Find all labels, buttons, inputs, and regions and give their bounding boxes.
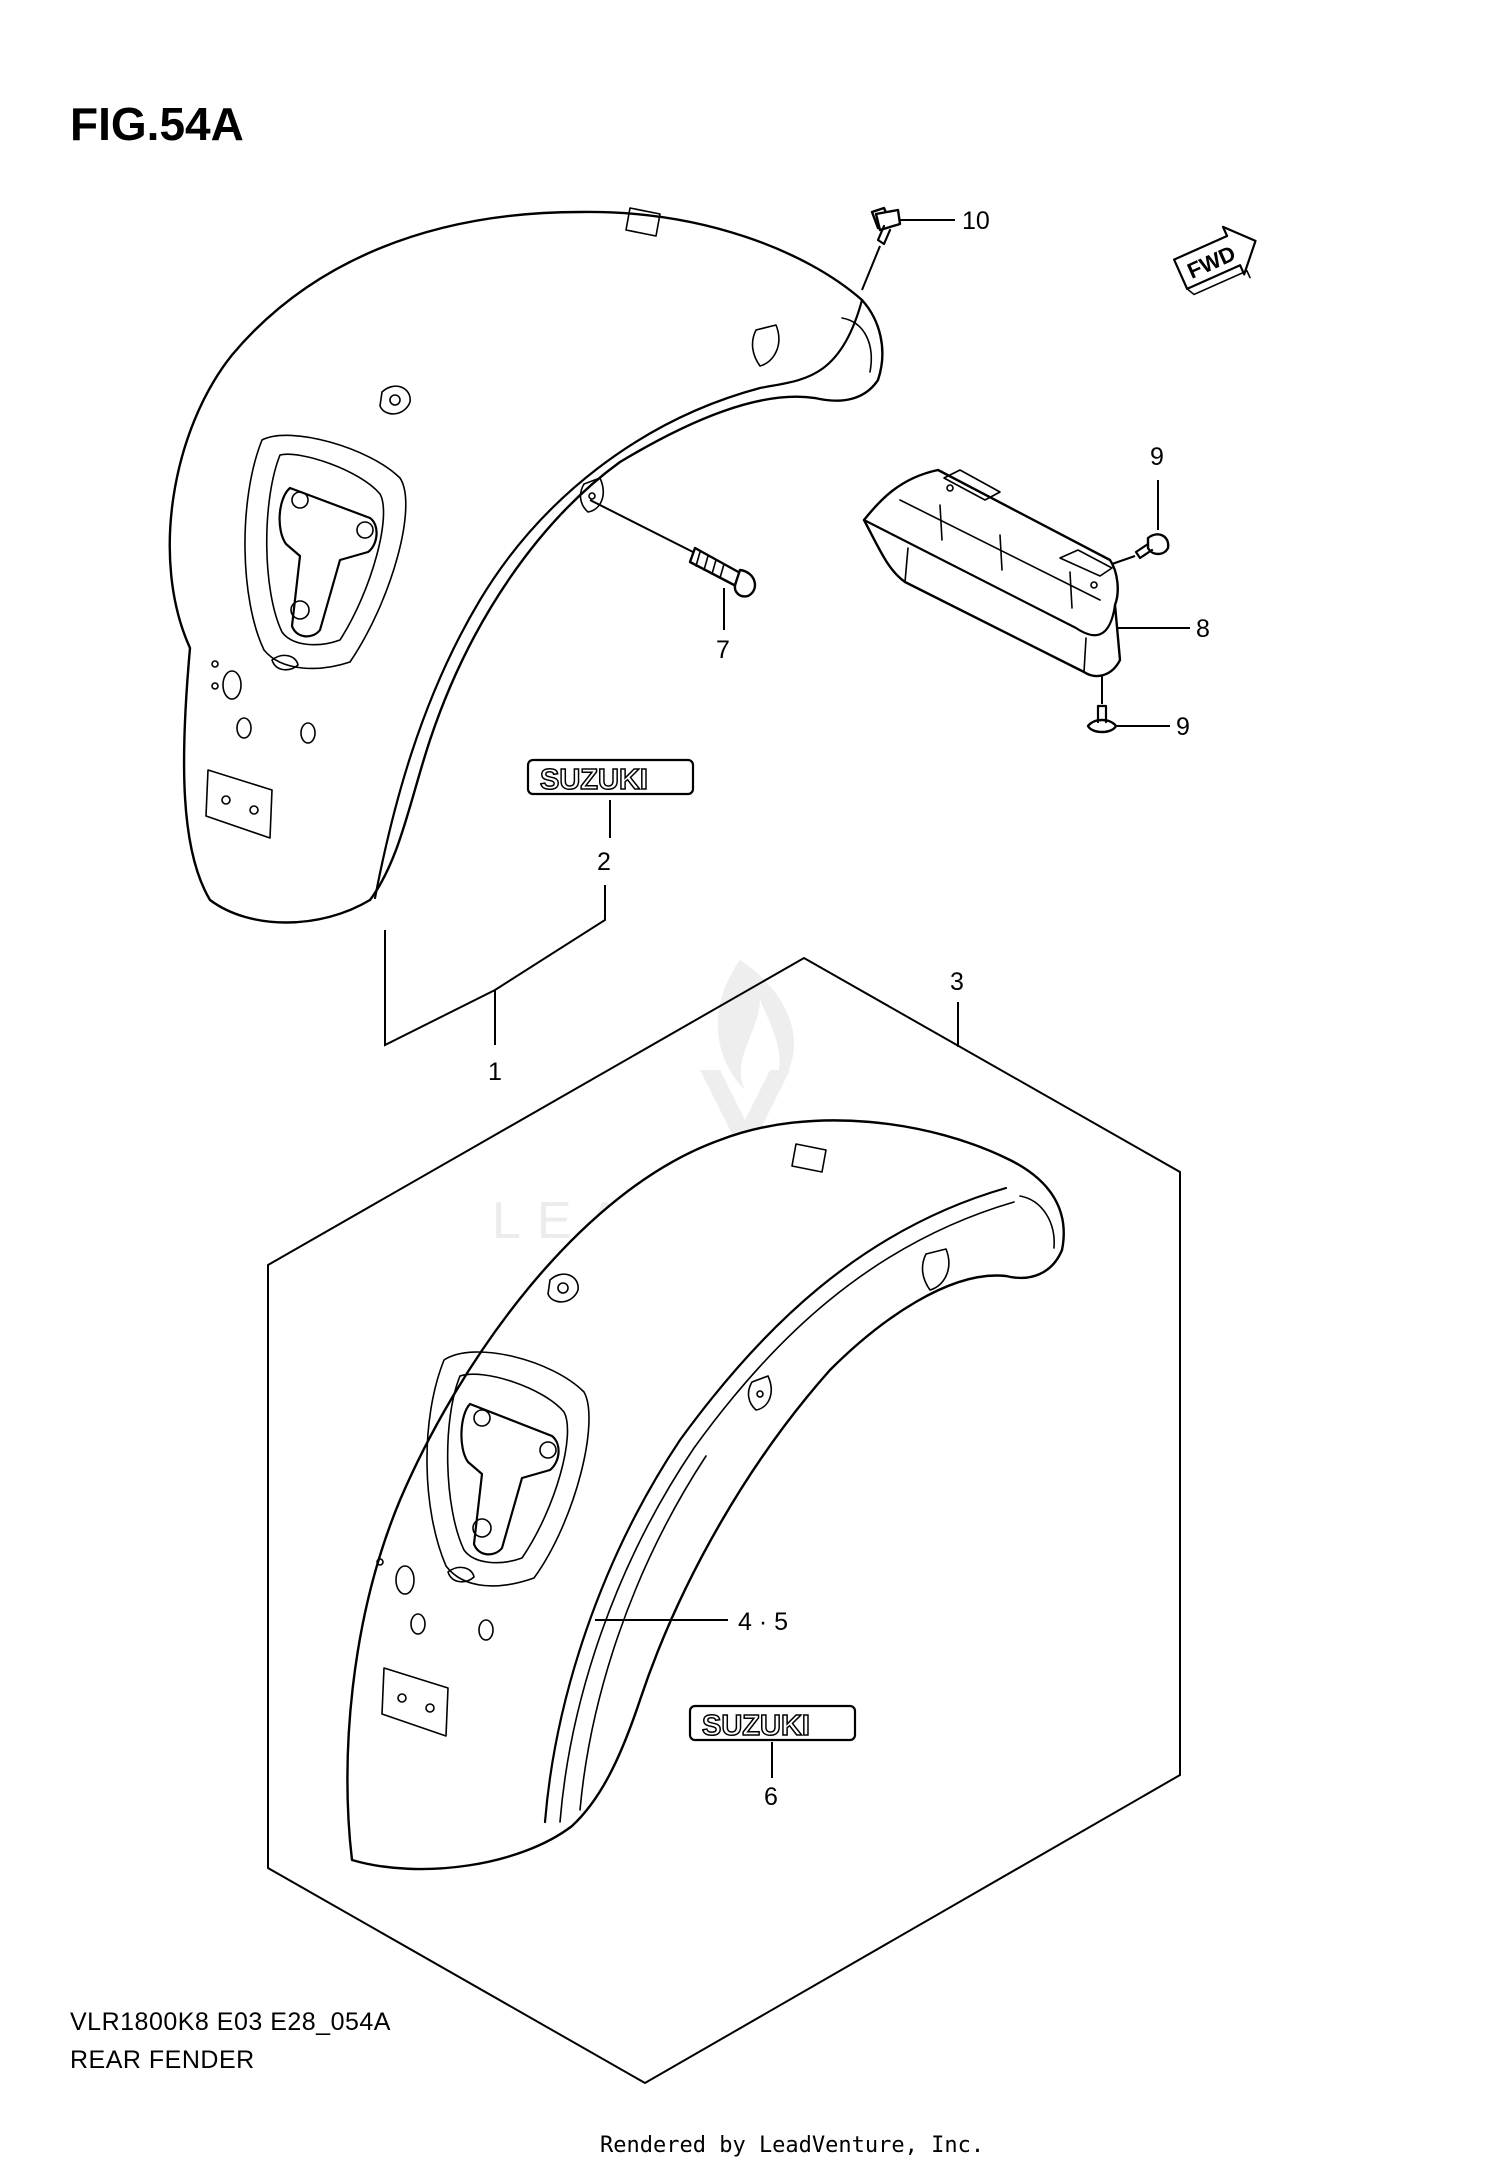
fwd-direction-badge: FWD (1172, 225, 1257, 296)
rear-fender-upper (168, 207, 884, 924)
callout-3[interactable]: 3 (950, 968, 964, 996)
rendered-by-credit: Rendered by LeadVenture, Inc. (600, 2133, 984, 2158)
callout-8[interactable]: 8 (1196, 615, 1210, 643)
figure-code: VLR1800K8 E03 E28_054A (70, 2008, 391, 2036)
figure-number: FIG.54A (70, 98, 244, 150)
screw-9-upper (1111, 480, 1170, 565)
callout-10[interactable]: 10 (962, 207, 990, 235)
bolt-7 (589, 499, 757, 630)
emblem-6-suzuki: SUZUKI (688, 1704, 857, 1743)
callout-labels: 1 2 3 4 · 5 6 7 8 9 9 10 (488, 207, 1210, 1811)
callout-9-lower[interactable]: 9 (1176, 713, 1190, 741)
callout-1[interactable]: 1 (488, 1058, 502, 1086)
callout-9-upper[interactable]: 9 (1150, 443, 1164, 471)
emblem-2-suzuki: SUZUKI (526, 758, 695, 797)
bracket-8 (862, 468, 1190, 678)
bolt-10 (861, 206, 955, 291)
leader-lines-1-2 (384, 800, 611, 1047)
callout-7[interactable]: 7 (716, 636, 730, 664)
screw-9-lower (1086, 676, 1170, 734)
rear-fender-lower-assembly (346, 1119, 1065, 1871)
assembly-box-3 (267, 956, 1181, 2085)
callout-4-5[interactable]: 4 · 5 (738, 1608, 788, 1636)
callout-6[interactable]: 6 (764, 1783, 778, 1811)
svg-text:SUZUKI: SUZUKI (702, 1710, 810, 1742)
callout-2[interactable]: 2 (597, 848, 611, 876)
fwd-arrow-icon (1172, 225, 1257, 290)
figure-name: REAR FENDER (70, 2046, 255, 2074)
svg-text:SUZUKI: SUZUKI (540, 764, 648, 796)
